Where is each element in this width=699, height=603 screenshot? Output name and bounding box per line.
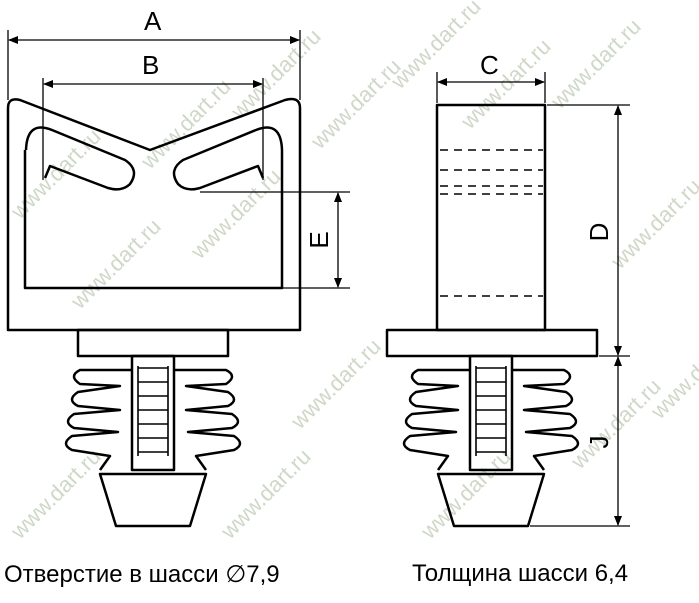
side-hidden-lines — [440, 149, 543, 297]
svg-text:www.dart.ru: www.dart.ru — [305, 54, 406, 155]
front-flange — [76, 328, 230, 358]
svg-text:www.dart.ru: www.dart.ru — [415, 444, 516, 545]
svg-text:www.dart.ru: www.dart.ru — [385, 0, 486, 94]
svg-text:www.dart.ru: www.dart.ru — [545, 14, 646, 115]
front-stem — [130, 354, 176, 472]
side-view — [385, 103, 599, 528]
side-stem — [468, 354, 514, 472]
front-left-fins — [64, 368, 132, 471]
svg-text:www.dart.ru: www.dart.ru — [565, 374, 666, 475]
dim-label-a: A — [144, 6, 162, 36]
svg-text:www.dart.ru: www.dart.ru — [185, 164, 286, 265]
svg-text:www.dart.ru: www.dart.ru — [455, 34, 556, 135]
dimension-labels: A B C D E J — [142, 6, 614, 449]
side-flange — [385, 328, 599, 358]
svg-text:www.dart.ru: www.dart.ru — [645, 324, 699, 425]
dim-label-e: E — [304, 231, 334, 248]
front-right-slot — [172, 126, 284, 191]
chassis-thickness-caption: Толщина шасси 6,4 — [412, 560, 629, 587]
side-right-fins — [512, 368, 580, 471]
svg-text:www.dart.ru: www.dart.ru — [5, 444, 106, 545]
dim-label-b: B — [142, 50, 159, 80]
svg-text:www.dart.ru: www.dart.ru — [225, 24, 326, 125]
front-left-slot — [24, 126, 136, 191]
side-stem-ribs — [475, 366, 507, 456]
dimension-lines — [7, 30, 630, 527]
front-body-outline — [6, 97, 302, 332]
dim-label-j: J — [584, 436, 614, 449]
svg-text:www.dart.ru: www.dart.ru — [605, 174, 699, 275]
dim-label-d: D — [584, 223, 614, 242]
dim-label-c: C — [480, 50, 499, 80]
side-left-fins — [402, 368, 470, 471]
side-tip — [436, 472, 546, 528]
svg-text:www.dart.ru: www.dart.ru — [285, 334, 386, 435]
svg-text:www.dart.ru: www.dart.ru — [215, 444, 316, 545]
watermark-layer: www.dart.ru www.dart.ru www.dart.ru www.… — [5, 0, 699, 544]
front-right-fins — [174, 368, 242, 471]
front-view — [6, 97, 302, 528]
svg-text:www.dart.ru: www.dart.ru — [5, 124, 106, 225]
front-tip — [98, 472, 208, 528]
front-stem-ribs — [137, 366, 169, 456]
svg-text:www.dart.ru: www.dart.ru — [65, 214, 166, 315]
chassis-hole-caption: Отверстие в шасси ∅7,9 — [4, 561, 280, 588]
front-inner-opening — [23, 150, 284, 290]
